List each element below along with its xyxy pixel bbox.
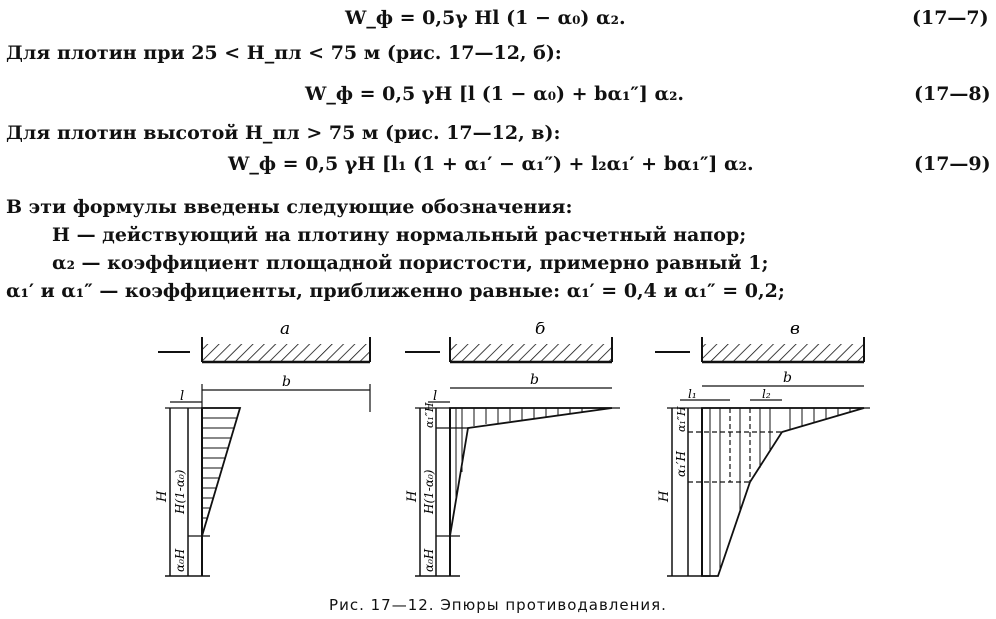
svg-text:l₂: l₂ bbox=[762, 387, 771, 401]
equation-number: (17—9) bbox=[914, 153, 991, 175]
panel-a: а b l bbox=[155, 322, 371, 577]
svg-text:α₀H: α₀H bbox=[173, 548, 187, 572]
panel-label-a: а bbox=[280, 322, 290, 339]
svg-text:H: H bbox=[405, 490, 420, 503]
figure-uplift-diagrams: а b l bbox=[155, 322, 870, 577]
svg-text:H(1-α₀): H(1-α₀) bbox=[422, 469, 436, 515]
svg-text:l₁: l₁ bbox=[688, 387, 697, 401]
equation-number: (17—7) bbox=[912, 7, 989, 29]
paragraph-notations-intro: В эти формулы введены следующие обозначе… bbox=[6, 196, 573, 218]
equation-17-9: W_ф = 0,5 γH [l₁ (1 + α₁′ − α₁″) + l₂α₁′… bbox=[228, 153, 754, 175]
svg-text:α₀H: α₀H bbox=[422, 548, 436, 572]
svg-text:H(1-α₀): H(1-α₀) bbox=[173, 469, 187, 515]
equation-number: (17—8) bbox=[914, 83, 991, 105]
svg-text:H: H bbox=[155, 490, 170, 503]
paragraph-dams-25-75: Для плотин при 25 < H_пл < 75 м (рис. 17… bbox=[6, 42, 562, 64]
definition-alpha1: α₁′ и α₁″ — коэффициенты, приближенно ра… bbox=[6, 280, 785, 302]
paragraph-dams-over-75: Для плотин высотой H_пл > 75 м (рис. 17—… bbox=[6, 122, 561, 144]
panel-label-c: в bbox=[790, 322, 800, 339]
svg-text:l: l bbox=[433, 389, 437, 404]
svg-text:α₁″H: α₁″H bbox=[675, 406, 688, 432]
svg-text:α₁′H: α₁′H bbox=[674, 450, 688, 477]
figure-caption: Рис. 17—12. Эпюры противодавления. bbox=[329, 596, 667, 614]
panel-c: в b l₁ l₂ bbox=[655, 322, 870, 577]
definition-H: H — действующий на плотину нормальный ра… bbox=[52, 224, 747, 246]
equation-17-7: W_ф = 0,5γ Hl (1 − α₀) α₂. bbox=[345, 7, 626, 29]
svg-text:b: b bbox=[783, 370, 792, 386]
svg-text:H: H bbox=[657, 490, 672, 503]
svg-text:b: b bbox=[530, 372, 539, 388]
svg-text:α₁″H: α₁″H bbox=[423, 402, 436, 428]
definition-alpha2: α₂ — коэффициент площадной пористости, п… bbox=[52, 252, 769, 274]
panel-b: б b l bbox=[405, 322, 620, 577]
svg-text:l: l bbox=[180, 389, 184, 404]
equation-17-8: W_ф = 0,5 γH [l (1 − α₀) + bα₁″] α₂. bbox=[305, 83, 685, 105]
panel-label-b: б bbox=[535, 322, 546, 339]
svg-text:b: b bbox=[282, 374, 291, 390]
